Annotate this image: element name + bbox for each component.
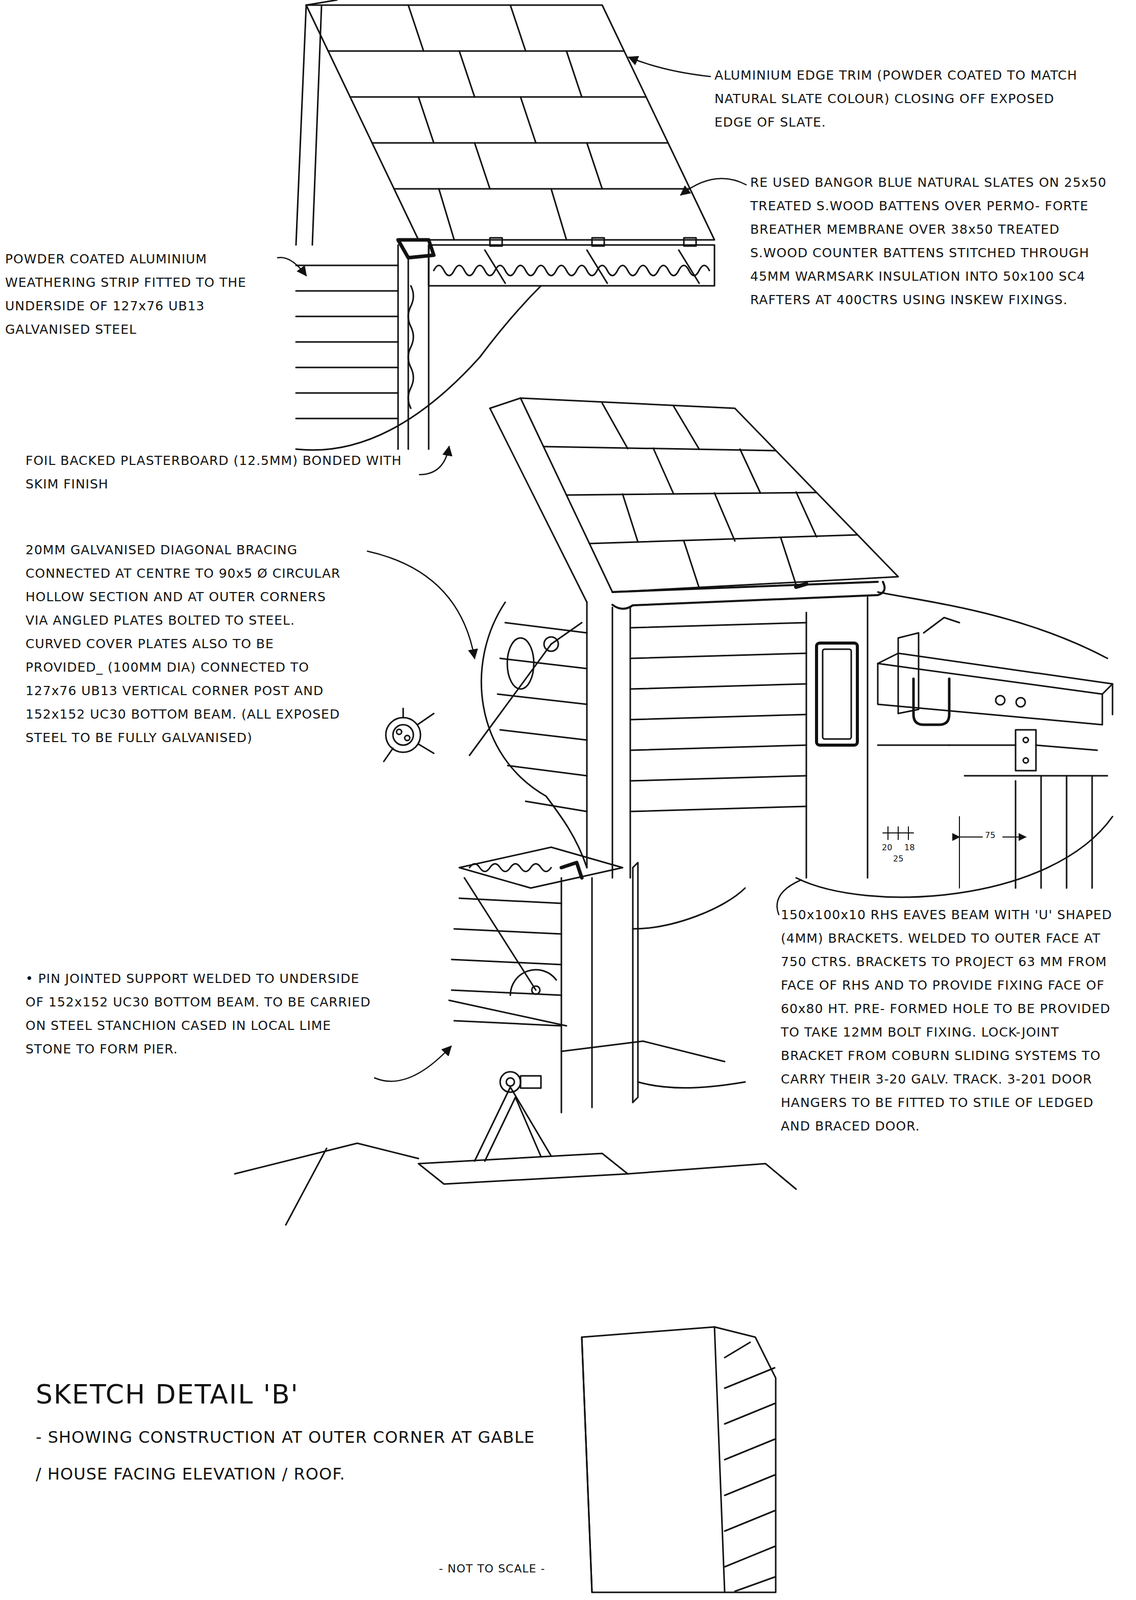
callout-note: POWDER COATED ALUMINIUM WEATHERING STRIP…	[5, 247, 271, 342]
stone-pier	[581, 1326, 776, 1593]
dimension-label: 18	[904, 843, 915, 853]
callout-note: 150x100x10 RHS EAVES BEAM WITH 'U' SHAPE…	[780, 903, 1113, 1139]
dimension-label: 25	[893, 854, 904, 864]
scale-note: - NOT TO SCALE -	[438, 1561, 546, 1576]
callout-note: ALUMINIUM EDGE TRIM (POWDER COATED TO MA…	[714, 63, 1093, 135]
corner-perspective	[469, 398, 1113, 898]
callout-note: 20MM GALVANISED DIAGONAL BRACING CONNECT…	[25, 538, 353, 750]
leader-lines	[277, 57, 802, 1082]
bottom-beam-detail	[449, 847, 746, 1113]
sheet-title: SKETCH DETAIL 'B'	[35, 1377, 300, 1411]
dimension-label: 75	[984, 830, 996, 841]
pin-support	[234, 1071, 797, 1225]
hollow-section-detail	[383, 708, 434, 762]
callout-note: FOIL BACKED PLASTERBOARD (12.5MM) BONDED…	[25, 449, 414, 497]
callout-note: • PIN JOINTED SUPPORT WELDED TO UNDERSID…	[25, 967, 378, 1061]
top-roof-detail	[295, 0, 715, 451]
sheet-caption: - SHOWING CONSTRUCTION AT OUTER CORNER A…	[35, 1418, 547, 1493]
callout-note: RE USED BANGOR BLUE NATURAL SLATES ON 25…	[750, 170, 1113, 312]
dimension-label: 20	[881, 843, 893, 853]
